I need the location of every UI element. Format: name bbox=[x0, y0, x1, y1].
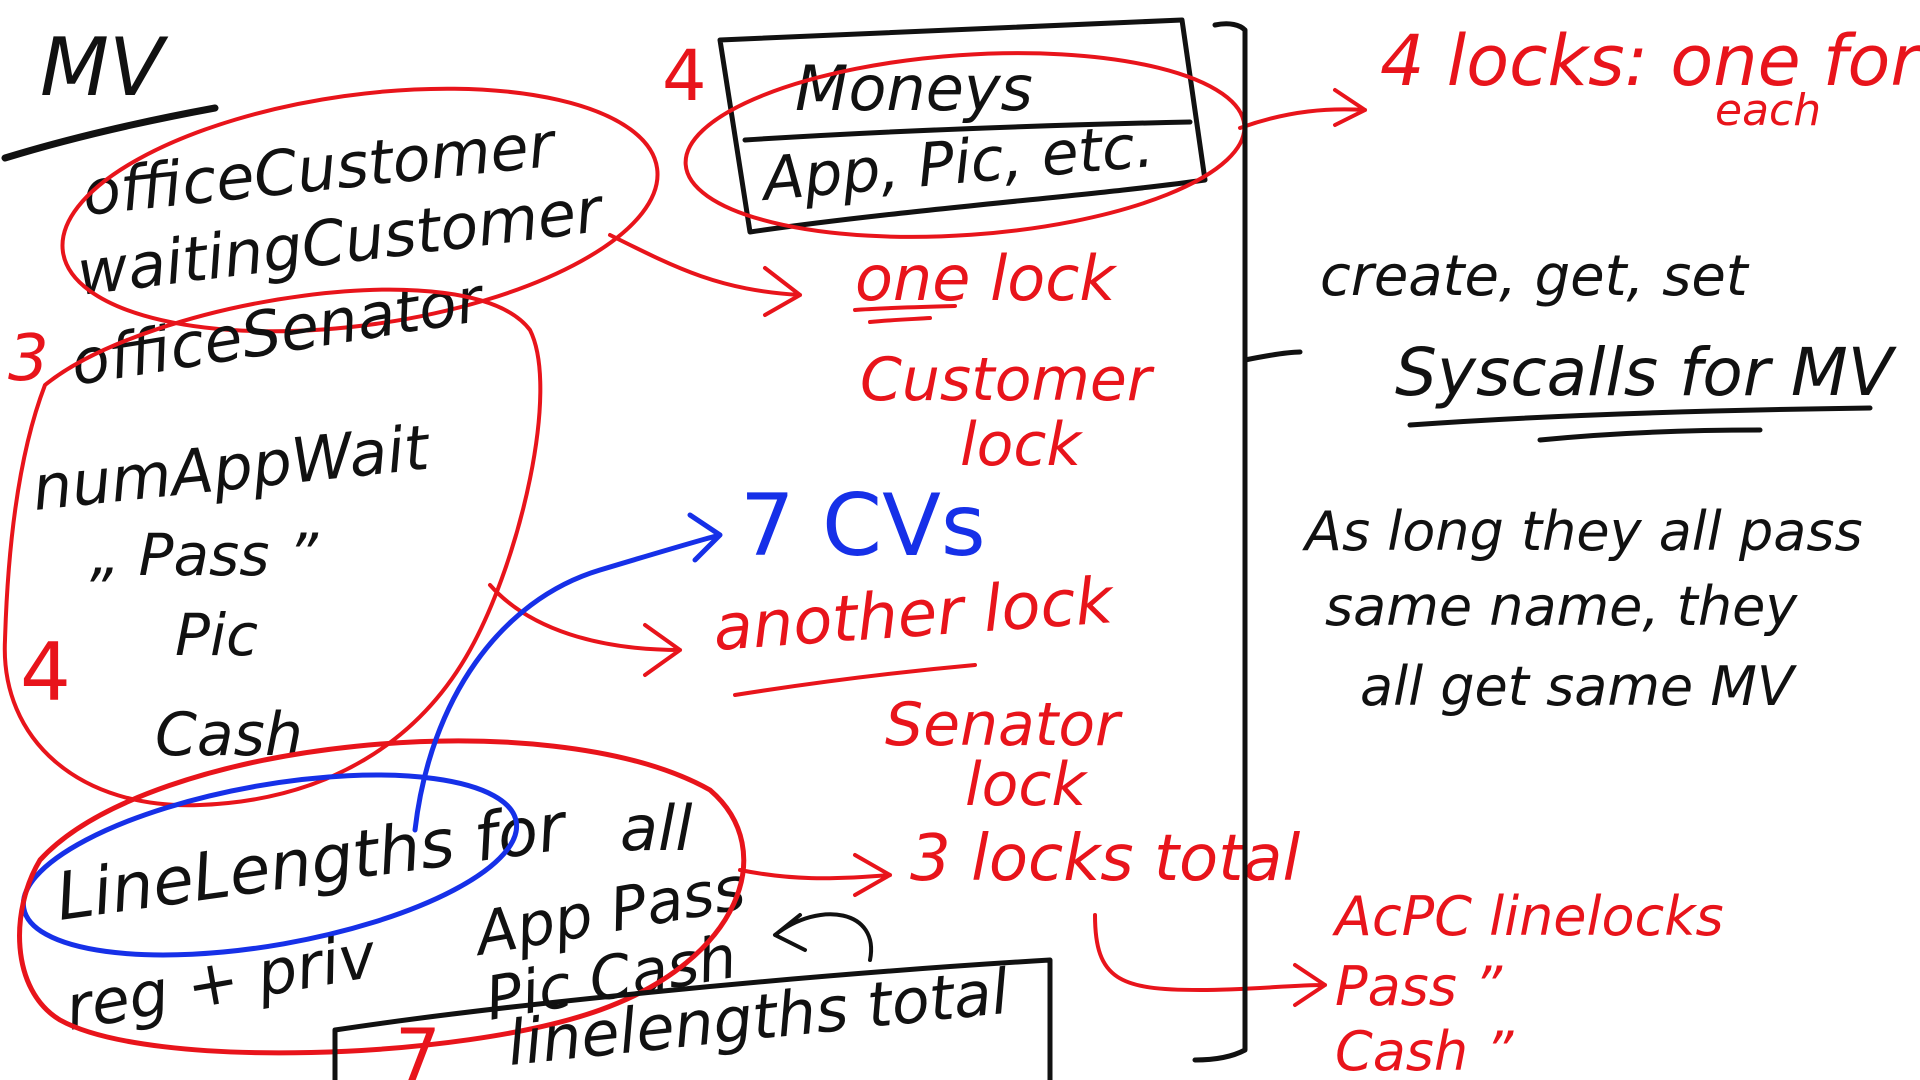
four-label-center: 4 bbox=[662, 35, 707, 117]
all-word: all bbox=[620, 792, 692, 865]
three-locks-total: 3 locks total bbox=[910, 822, 1301, 896]
moneys-divider bbox=[742, 119, 1193, 143]
moneys-box bbox=[717, 17, 1208, 235]
linelengths-arrow bbox=[738, 853, 892, 897]
create-get-set: create, get, set bbox=[1320, 244, 1750, 309]
three-locks-arrow bbox=[1093, 913, 1327, 1007]
title-underline bbox=[1, 104, 219, 162]
curl-arrow bbox=[773, 912, 874, 962]
customer-lock-1: Customer bbox=[860, 345, 1155, 415]
var-num-app-wait: numAppWait bbox=[29, 410, 435, 524]
as-long-3: all get same MV bbox=[1360, 655, 1798, 718]
senator-lock-1: Senator bbox=[885, 690, 1123, 760]
linelocks-acpc: AcPC linelocks bbox=[1332, 885, 1724, 948]
syscalls-for-mv: Syscalls for MV bbox=[1395, 334, 1897, 411]
linelocks-pass: Pass ” bbox=[1335, 955, 1503, 1018]
label-4-left: 4 bbox=[20, 626, 71, 719]
label-3: 3 bbox=[8, 322, 49, 396]
linelengths-red-circle bbox=[17, 738, 747, 1056]
seven-cvs: 7 CVs bbox=[740, 476, 986, 576]
linelocks-cash: Cash ” bbox=[1335, 1020, 1514, 1080]
another-underline bbox=[733, 663, 977, 697]
var-pass: „ Pass ” bbox=[90, 521, 319, 589]
customer-lock-2: lock bbox=[960, 410, 1083, 480]
one-lock: one lock bbox=[855, 242, 1117, 315]
syscalls-underline bbox=[1407, 405, 1873, 443]
var-cash: Cash bbox=[155, 700, 303, 770]
each: each bbox=[1715, 85, 1821, 136]
reg-priv: reg + priv bbox=[60, 918, 382, 1044]
blue-arrow bbox=[412, 512, 723, 833]
group1-circle bbox=[60, 86, 660, 334]
group2-circle bbox=[2, 287, 543, 808]
one-underline bbox=[853, 304, 957, 324]
senator-lock-2: lock bbox=[965, 750, 1088, 820]
var-pic: Pic bbox=[175, 601, 258, 669]
group2-arrow bbox=[488, 583, 682, 677]
as-long-2: same name, they bbox=[1325, 575, 1798, 638]
big-bracket bbox=[1192, 21, 1303, 1063]
moneys: Moneys bbox=[795, 52, 1033, 125]
another-lock: another lock bbox=[711, 564, 1118, 666]
four-locks: 4 locks: one for bbox=[1380, 20, 1920, 102]
seven-red: 7 bbox=[395, 1013, 441, 1080]
as-long-1: As long they all pass bbox=[1302, 500, 1863, 563]
title-mv: MV bbox=[40, 21, 169, 114]
group1-arrow bbox=[608, 233, 802, 317]
linelengths-box bbox=[332, 957, 1053, 1080]
moneys-arrow bbox=[1238, 88, 1367, 130]
